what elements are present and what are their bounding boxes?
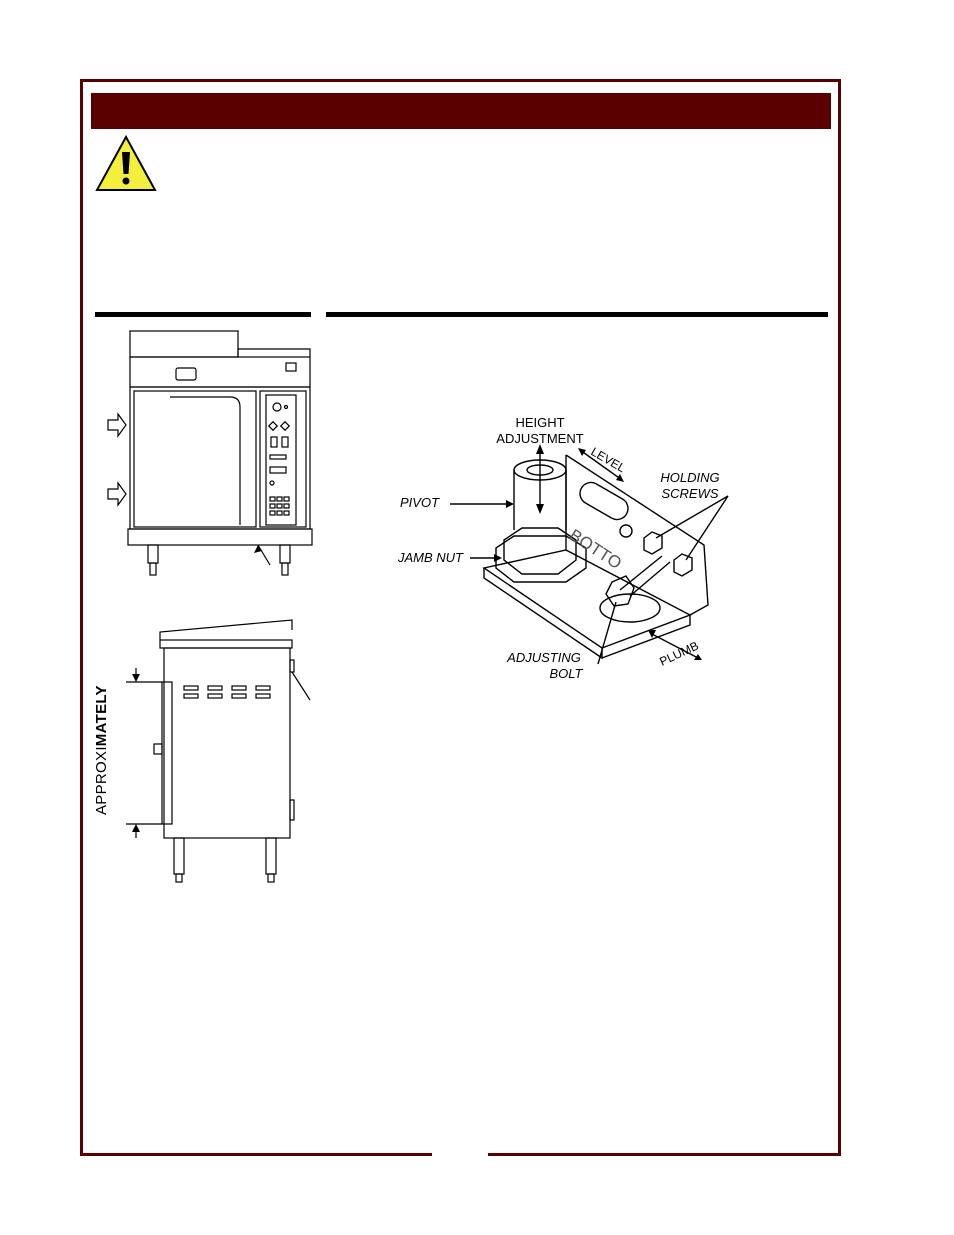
left-column-rule [95, 312, 311, 317]
right-column-rule [326, 312, 828, 317]
pivot-label: PIVOT [400, 495, 440, 510]
height-adjustment-label-2: ADJUSTMENT [496, 431, 583, 446]
holding-screws-label-2: SCREWS [661, 486, 718, 501]
oven-side-view [126, 619, 311, 883]
height-adjustment-label-1: HEIGHT [515, 415, 564, 430]
leveling-bracket-detail: HEIGHT ADJUSTMENT LEVEL HOLDING SCREWS P… [397, 415, 729, 681]
oven-front-view [107, 330, 313, 576]
jamb-nut-label: JAMB NUT [397, 550, 464, 565]
plumb-label: PLUMB [657, 639, 700, 669]
approximately-label: APPROXIMATELY [93, 685, 110, 815]
page-number-gap [432, 1148, 488, 1160]
holding-screws-label-1: HOLDING [660, 470, 719, 485]
adjusting-bolt-label-1: ADJUSTING [506, 650, 581, 665]
adjusting-bolt-label-2: BOLT [550, 666, 584, 681]
warning-triangle-icon [95, 134, 157, 191]
section-header-bar [91, 93, 831, 129]
